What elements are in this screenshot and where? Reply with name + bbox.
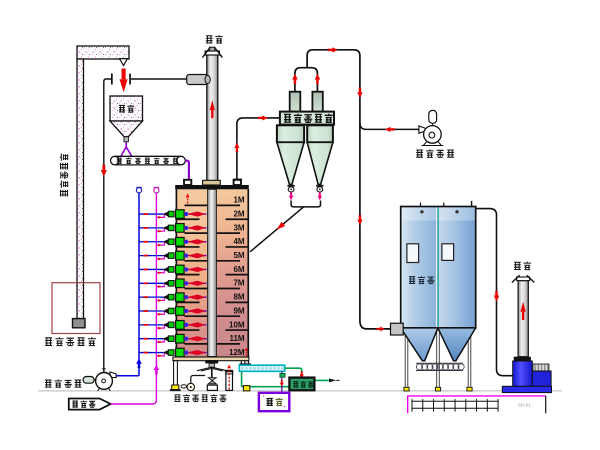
svg-text:3M: 3M [233, 223, 244, 232]
svg-text:9M: 9M [233, 306, 244, 315]
svg-text:2M: 2M [233, 209, 244, 218]
svg-text:1M: 1M [233, 196, 244, 205]
svg-text:5M: 5M [233, 251, 244, 260]
svg-text:7M: 7M [233, 279, 244, 288]
svg-text:SH-01: SH-01 [518, 403, 531, 408]
svg-text:11M: 11M [229, 334, 244, 343]
svg-text:10M: 10M [229, 320, 245, 329]
svg-text:12M: 12M [229, 348, 245, 357]
svg-text:6M: 6M [233, 265, 244, 274]
svg-text:4M: 4M [233, 237, 244, 246]
svg-text:8M: 8M [233, 293, 244, 302]
